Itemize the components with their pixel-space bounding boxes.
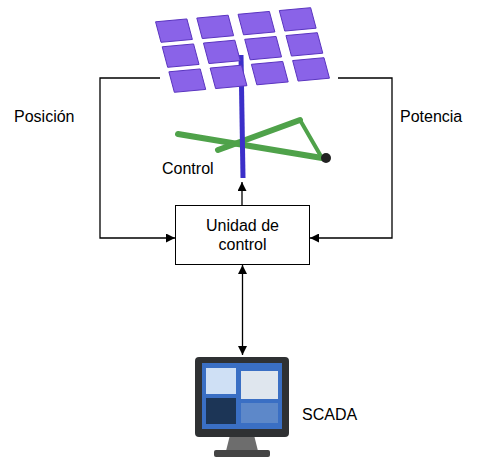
scada-monitor: SCADA — [192, 355, 377, 459]
monitor-icon — [192, 355, 292, 459]
signal-label: Control — [160, 159, 216, 178]
panel-cell — [251, 61, 288, 84]
panel-cell — [286, 33, 323, 56]
panel-cell — [293, 58, 330, 81]
panel-cell — [162, 44, 199, 67]
panel-cell — [156, 19, 193, 42]
box-label: Unidad de control — [188, 216, 297, 254]
monitor-label: SCADA — [302, 405, 357, 424]
panel-cell — [203, 40, 240, 63]
control-unit-box: Unidad de control — [175, 205, 310, 265]
panel-cell — [245, 36, 282, 59]
panel-cell — [210, 65, 247, 88]
signal-label: Potencia — [398, 107, 464, 126]
signal-label: Posición — [12, 107, 76, 126]
tracker-motor — [321, 153, 331, 163]
connector-arrow — [242, 265, 243, 355]
panel-cell — [197, 15, 234, 38]
panel-cell — [279, 8, 316, 31]
solar-panels — [156, 8, 330, 93]
panel-cell — [238, 11, 275, 34]
panel-cell — [169, 69, 206, 92]
tracker-base — [178, 120, 322, 158]
